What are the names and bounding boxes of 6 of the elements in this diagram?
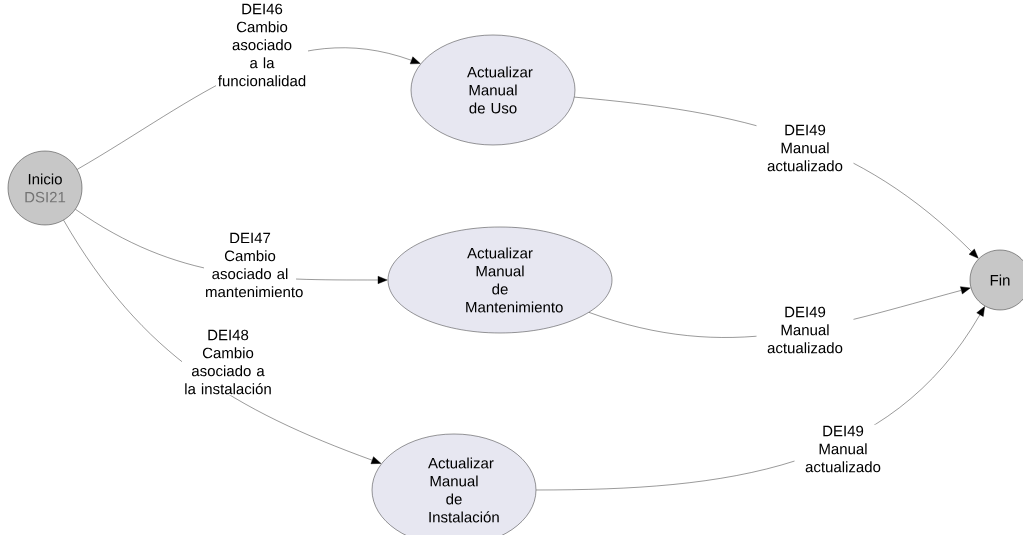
edge-label: DEI46 Cambio asociado a la funcionalidad — [216, 2, 308, 88]
edge-label: DEI48 Cambio asociado a la instalación — [182, 328, 274, 396]
edge-label: DEI49 Manual actualizado — [756, 123, 854, 173]
edge-label: DEI49 Manual actualizado — [794, 424, 892, 474]
edge-label: DEI47 Cambio asociado al mantenimiento — [204, 231, 303, 299]
edge-label: DEI49 Manual actualizado — [756, 305, 854, 355]
